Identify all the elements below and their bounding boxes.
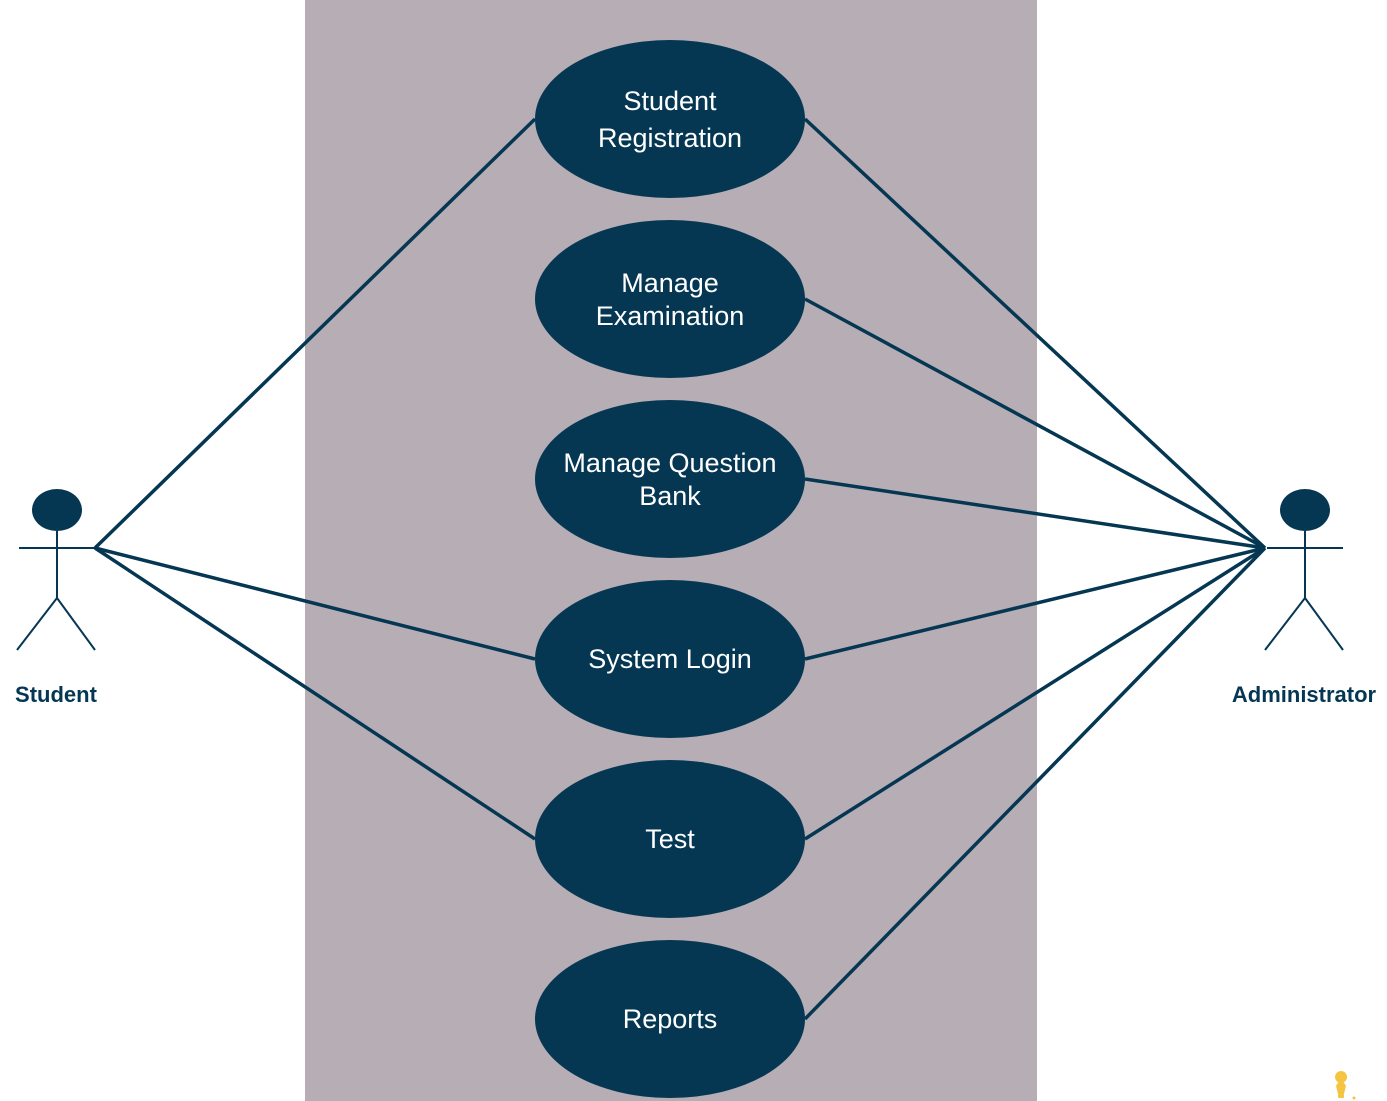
use-case-label: Manage Question xyxy=(563,448,776,478)
association-student-system-login xyxy=(94,546,536,661)
actor-label-student: Student xyxy=(15,682,98,707)
actor-head xyxy=(1280,489,1330,531)
actor-student[interactable]: Student xyxy=(15,489,98,707)
use-case-label: Bank xyxy=(639,481,701,511)
use-case-label: Student xyxy=(623,86,717,116)
association-administrator-test xyxy=(804,546,1266,841)
actor-label-administrator: Administrator xyxy=(1232,682,1377,707)
association-administrator-manage-question-bank xyxy=(804,477,1266,550)
use-case-manage-examination[interactable]: Manage Examination xyxy=(535,220,805,378)
actor-head xyxy=(32,489,82,531)
association-administrator-reports xyxy=(803,546,1267,1021)
association-student-student-registration xyxy=(93,117,537,550)
use-case-label: Test xyxy=(645,824,695,854)
lightbulb-icon[interactable] xyxy=(1335,1071,1356,1100)
association-administrator-student-registration xyxy=(803,117,1267,550)
use-case-label: Manage xyxy=(621,268,719,298)
use-case-manage-question-bank[interactable]: Manage Question Bank xyxy=(535,400,805,558)
association-administrator-system-login xyxy=(804,546,1266,661)
use-case-student-registration[interactable]: Student Registration xyxy=(535,40,805,198)
association-student-test xyxy=(94,546,536,841)
use-case-test[interactable]: Test xyxy=(535,760,805,918)
use-case-reports[interactable]: Reports xyxy=(535,940,805,1098)
associations xyxy=(93,117,1267,1021)
actor-administrator[interactable]: Administrator xyxy=(1232,489,1377,707)
use-case-label: Registration xyxy=(598,123,742,153)
use-case-label: System Login xyxy=(588,644,752,674)
use-case-system-login[interactable]: System Login xyxy=(535,580,805,738)
use-case-label: Examination xyxy=(596,301,745,331)
use-case-label: Reports xyxy=(623,1004,718,1034)
association-administrator-manage-examination xyxy=(804,297,1266,550)
